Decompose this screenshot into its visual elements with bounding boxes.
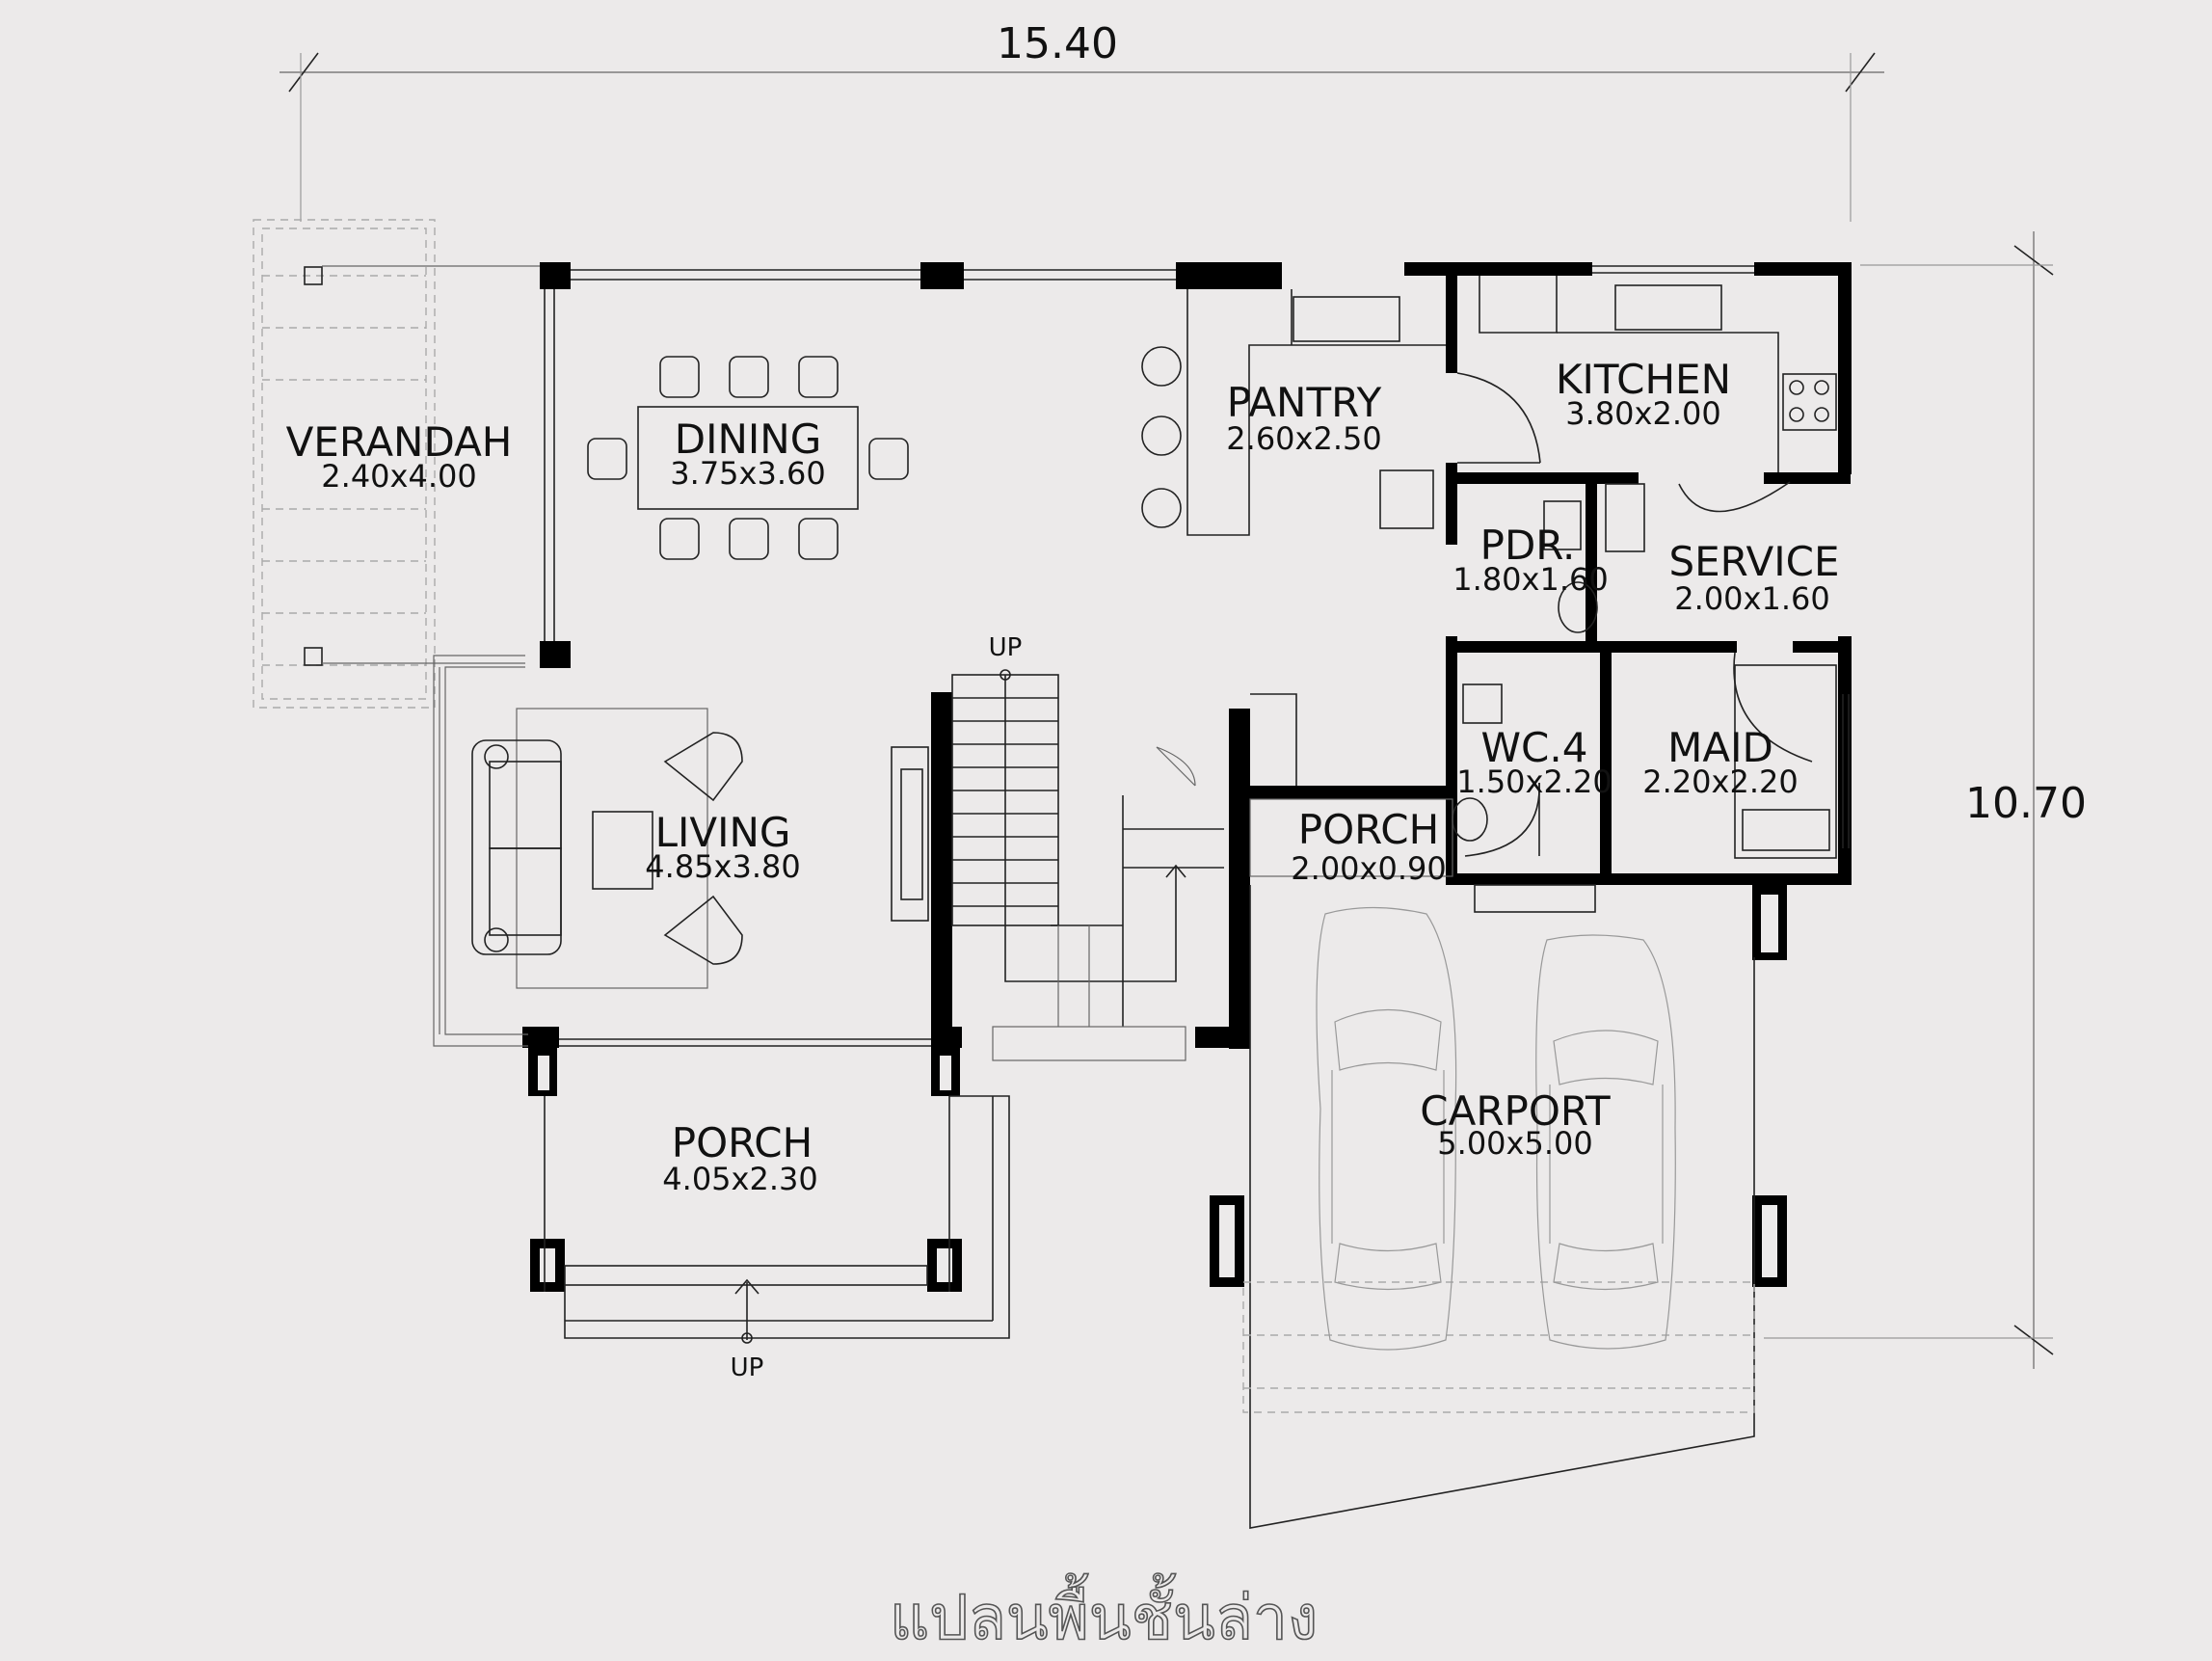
stair (951, 669, 1224, 1027)
room-size: 5.00x5.00 (1437, 1125, 1592, 1162)
room-front-porch: PORCH 4.05x2.30 (662, 1119, 817, 1197)
walls (522, 262, 1852, 1292)
room-side-porch: PORCH 2.00x0.90 (1291, 806, 1446, 887)
room-name: SERVICE (1668, 538, 1839, 585)
carport (1242, 885, 1755, 1529)
room-size: 2.60x2.50 (1226, 420, 1381, 457)
room-size: 2.20x2.20 (1642, 764, 1798, 800)
width-dimension-label: 15.40 (997, 19, 1118, 68)
room-name: VERANDAH (286, 418, 513, 466)
room-name: DINING (675, 415, 822, 463)
side-porch (992, 693, 1453, 1061)
car-left (1316, 906, 1457, 1351)
room-name: PANTRY (1227, 379, 1382, 426)
plan-title: แปลนพื้นชั้นล่าง (890, 1573, 1318, 1654)
pantry-counter (1141, 289, 1446, 536)
entry-up-label: UP (731, 1353, 764, 1382)
room-size: 4.05x2.30 (662, 1161, 817, 1197)
room-carport: CARPORT 5.00x5.00 (1420, 1087, 1611, 1162)
room-kitchen: KITCHEN 3.80x2.00 (1556, 356, 1731, 432)
room-size: 2.00x0.90 (1291, 850, 1446, 887)
bathroom-fixtures (1452, 481, 1837, 913)
room-maid: MAID 2.20x2.20 (1642, 724, 1798, 800)
room-service: SERVICE 2.00x1.60 (1668, 538, 1839, 617)
room-name: KITCHEN (1556, 356, 1731, 403)
car-right (1535, 934, 1676, 1350)
verandah-deck (253, 219, 540, 709)
room-name: PORCH (672, 1119, 813, 1166)
room-wc4: WC.4 1.50x2.20 (1456, 724, 1612, 800)
room-size: 2.00x1.60 (1674, 580, 1829, 617)
kitchen-fixtures (1456, 276, 1837, 472)
room-name: PORCH (1298, 806, 1439, 853)
stair-up-label: UP (989, 633, 1023, 662)
room-pantry: PANTRY 2.60x2.50 (1226, 379, 1381, 457)
room-size: 2.40x4.00 (321, 458, 476, 495)
room-pdr: PDR. 1.80x1.60 (1452, 522, 1608, 598)
room-size: 4.85x3.80 (645, 848, 800, 885)
dining-table (587, 356, 909, 560)
windows (544, 265, 1850, 1047)
room-name: LIVING (655, 809, 791, 856)
living-bay (433, 655, 528, 1047)
room-size: 1.50x2.20 (1456, 764, 1612, 800)
height-dimension-label: 10.70 (1965, 779, 2087, 828)
room-verandah: VERANDAH 2.40x4.00 (286, 418, 513, 495)
room-size: 1.80x1.60 (1452, 561, 1608, 598)
room-name: MAID (1667, 724, 1773, 771)
room-name: CARPORT (1420, 1087, 1611, 1135)
living-furniture (471, 708, 929, 989)
room-living: LIVING 4.85x3.80 (645, 809, 800, 885)
room-size: 3.75x3.60 (670, 455, 825, 492)
room-labels: VERANDAH 2.40x4.00 DINING 3.75x3.60 PANT… (286, 356, 1840, 1197)
room-size: 3.80x2.00 (1565, 395, 1720, 432)
dimension-lines (280, 52, 2054, 1369)
room-dining: DINING 3.75x3.60 (670, 415, 825, 492)
room-name: PDR. (1480, 522, 1576, 569)
front-porch (544, 1095, 1010, 1344)
room-name: WC.4 (1481, 724, 1588, 771)
